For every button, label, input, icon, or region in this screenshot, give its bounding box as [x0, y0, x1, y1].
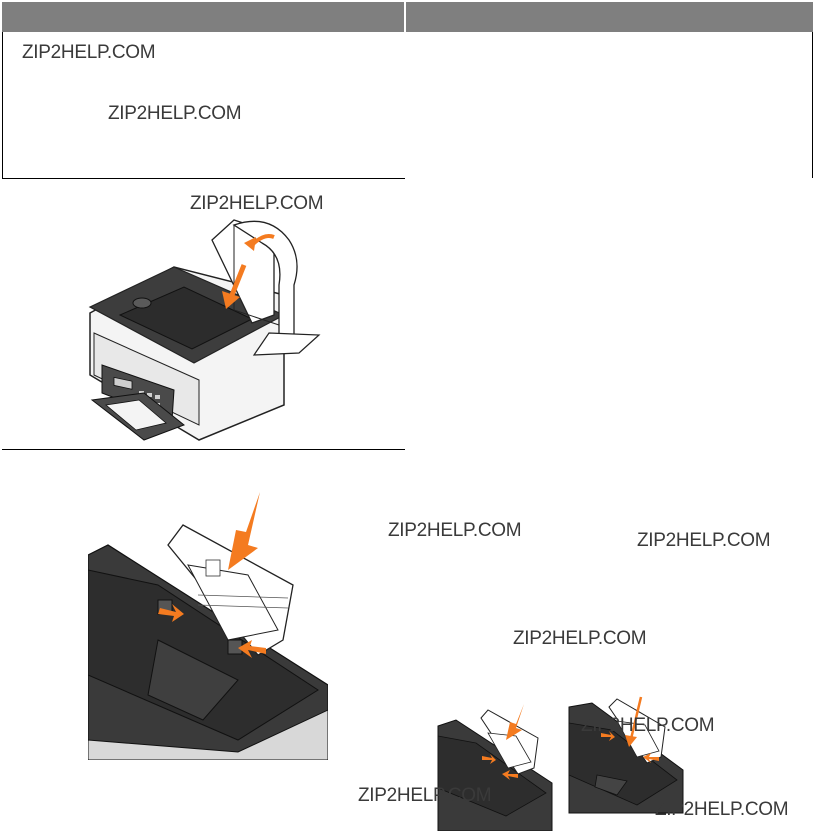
- watermark-text: ZIP2HELP.COM: [358, 785, 492, 806]
- table-right-border: [812, 32, 813, 178]
- table-left-border: [2, 32, 3, 178]
- paper-guides-closeup-figure: [88, 492, 328, 760]
- printer-load-paper-figure: [88, 219, 321, 441]
- watermark-text: ZIP2HELP.COM: [22, 42, 156, 63]
- small-tray-right-figure: [568, 696, 684, 814]
- small-tray-left-figure: [437, 704, 553, 831]
- table-header-bar: [2, 2, 813, 32]
- watermark-text: ZIP2HELP.COM: [655, 799, 789, 820]
- watermark-text: ZIP2HELP.COM: [108, 103, 242, 124]
- section-divider-2: [2, 449, 405, 450]
- section-divider-1: [2, 178, 405, 179]
- watermark-text: ZIP2HELP.COM: [637, 530, 771, 551]
- watermark-text: ZIP2HELP.COM: [581, 715, 715, 736]
- watermark-text: ZIP2HELP.COM: [190, 193, 324, 214]
- table-header-divider: [404, 2, 406, 32]
- watermark-text: ZIP2HELP.COM: [513, 628, 647, 649]
- watermark-text: ZIP2HELP.COM: [388, 520, 522, 541]
